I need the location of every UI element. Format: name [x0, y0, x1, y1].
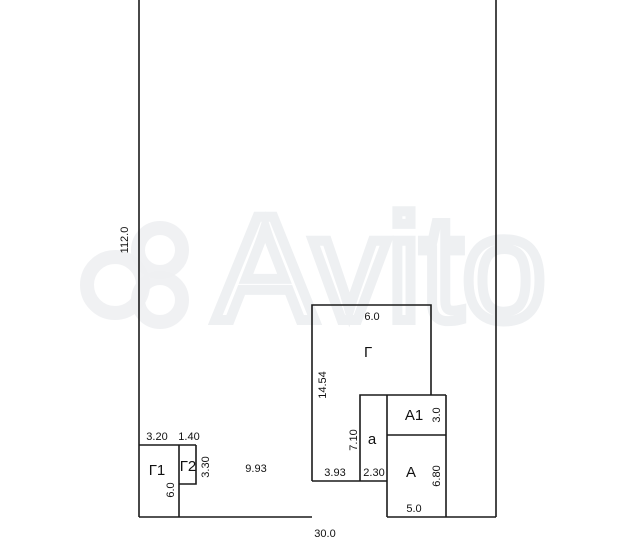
building-g	[311, 304, 432, 482]
building-a-lower	[359, 394, 446, 517]
g1-length-label: 6.0	[165, 482, 177, 497]
g1-width-label: 3.20	[146, 431, 167, 443]
plot-width-label: 30.0	[314, 528, 335, 540]
plot-height-label: 112.0	[119, 227, 131, 254]
a1-label: А1	[405, 407, 423, 424]
big-a-width-label: 5.0	[406, 503, 421, 515]
g2-label: Г2	[180, 458, 196, 475]
svg-text:Avito: Avito	[215, 184, 546, 352]
plot-boundary	[138, 0, 497, 518]
g-label: Г	[364, 344, 372, 361]
a-width-label: 2.30	[363, 467, 384, 479]
a1-depth-label: 3.0	[431, 407, 443, 422]
a-length-label: 7.10	[348, 429, 360, 450]
g1-label: Г1	[149, 462, 165, 479]
g2-length-label: 3.30	[200, 456, 212, 477]
avito-watermark: Avito	[80, 179, 551, 357]
gap-left-label: 9.93	[245, 463, 266, 475]
building-a1	[387, 395, 447, 517]
a-label: а	[368, 431, 377, 448]
g2-width-label: 1.40	[178, 431, 199, 443]
g-length-label: 14.54	[317, 371, 329, 399]
gap-middle-label: 3.93	[324, 467, 345, 479]
big-a-label: А	[406, 464, 416, 481]
building-g1-g2	[139, 444, 197, 517]
g-width-label: 6.0	[364, 311, 379, 323]
big-a-length-label: 6.80	[431, 465, 443, 486]
